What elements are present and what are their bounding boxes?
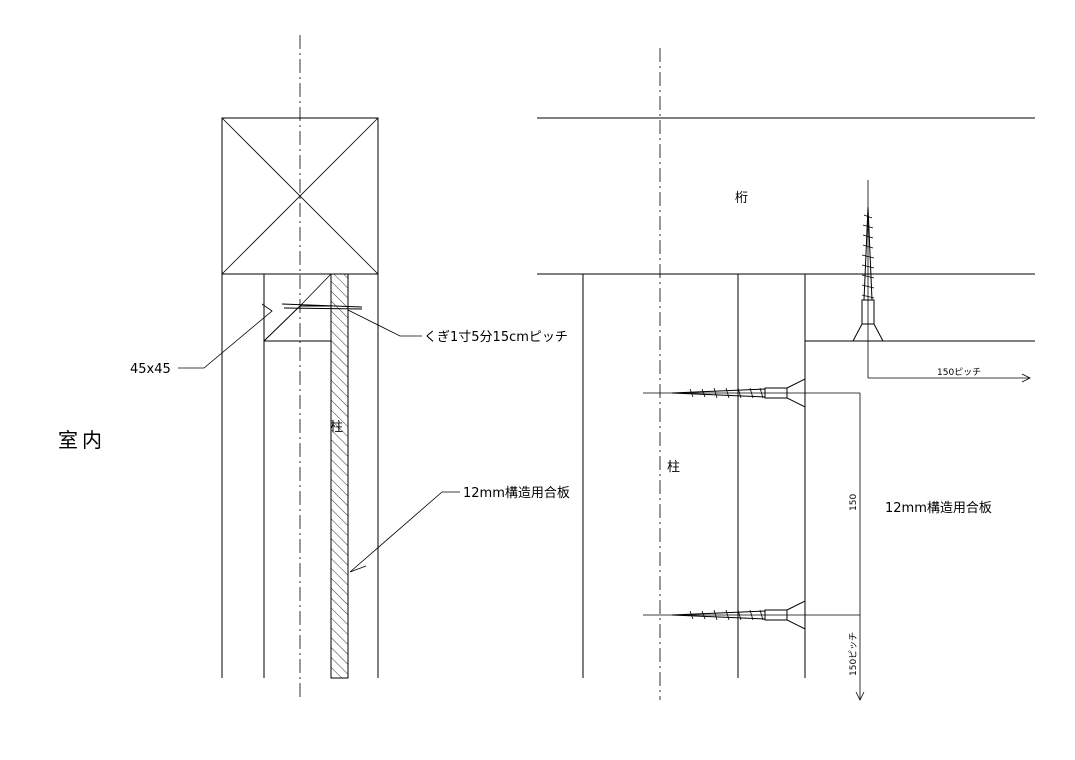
nail-spec-label: くぎ1寸5分15cmピッチ [424,330,568,345]
post-label-left: 柱 [330,420,343,435]
screw-horizontal-bottom [643,600,860,630]
screw-horizontal-top [643,378,860,408]
stud-block [263,273,332,342]
dimension-label-150: 150 [849,494,859,511]
nail-left [281,303,363,310]
stud-size-label: 45x45 [130,362,171,377]
plywood-label-right: 12mm構造用合板 [885,501,992,516]
dimension-150 [855,393,865,701]
beam-section-box [221,117,379,275]
room-label: 室内 [58,428,106,452]
pitch-label-bottom: 150ピッチ [848,632,859,676]
beam-label: 桁 [735,191,748,206]
pitch-label-top: 150ピッチ [937,367,981,378]
leader-plywood-left [349,491,460,573]
post-label-right: 柱 [667,460,680,475]
elevation-view: 桁 柱 12mm構造用合板 150ピッチ 150 150ピッチ [537,48,1035,701]
screw-vertical [852,180,1031,383]
leader-stud [178,303,273,369]
plywood-label-left: 12mm構造用合板 [463,486,570,501]
leader-nail [347,309,422,337]
section-view: 室内 45x45 くぎ1寸5分15cmピッチ 柱 12mm構造用合板 [58,35,570,700]
plywood-hatch [330,273,349,679]
